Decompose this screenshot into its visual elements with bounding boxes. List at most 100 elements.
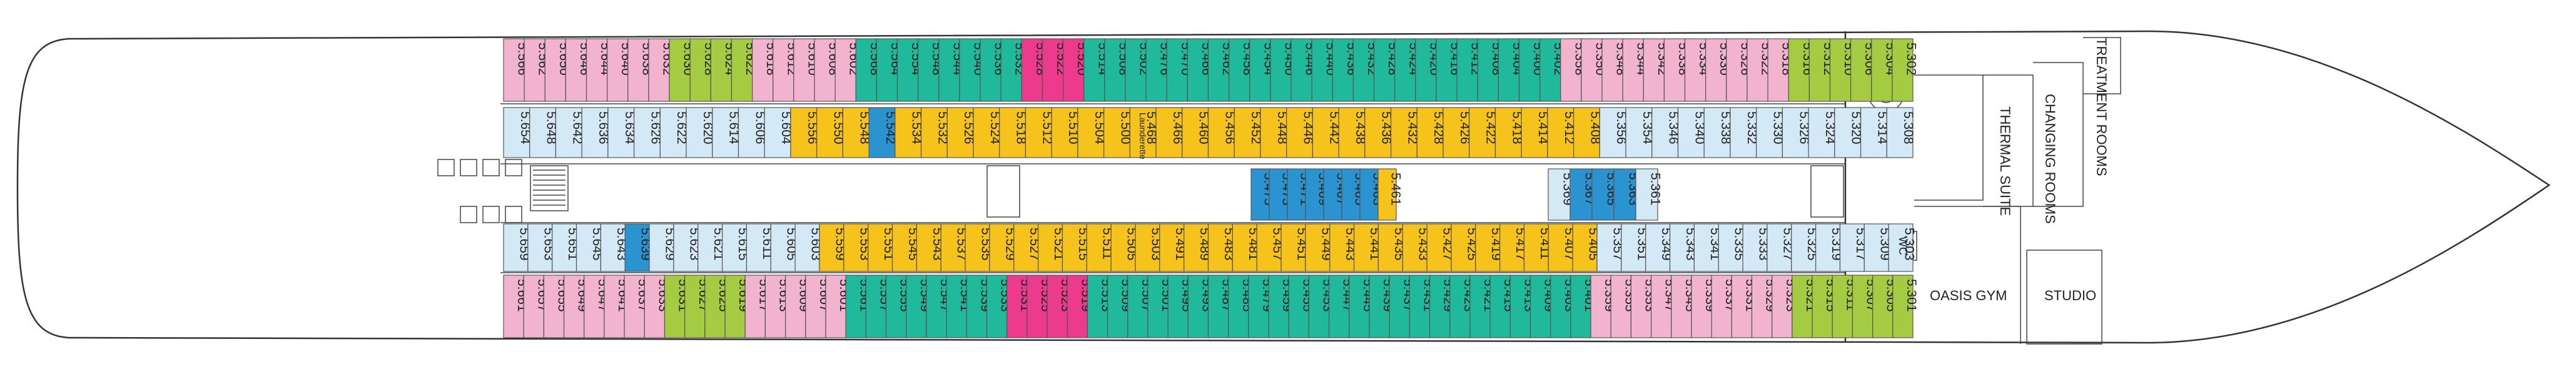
cabin-5-442[interactable]: 5.442 — [1312, 107, 1341, 158]
cabin-5-653[interactable]: 5.653 — [527, 223, 555, 272]
cabin-5-332[interactable]: 5.332 — [1730, 107, 1759, 158]
cabin-5-651[interactable]: 5.651 — [552, 223, 580, 272]
cabin-5-317[interactable]: 5.317 — [1839, 223, 1868, 272]
cabin-5-427[interactable]: 5.427 — [1426, 223, 1455, 272]
cabin-5-356[interactable]: 5.356 — [1599, 107, 1628, 158]
cabin-5-440[interactable]: 5.440 — [1311, 38, 1338, 102]
cabin-5-449[interactable]: 5.449 — [1305, 223, 1333, 272]
cabin-5-532[interactable]: 5.532 — [920, 107, 950, 158]
cabin-5-504[interactable]: 5.504 — [1077, 107, 1107, 158]
cabin-5-647[interactable]: 5.647 — [584, 275, 610, 338]
cabin-5-453[interactable]: 5.453 — [1308, 275, 1335, 338]
cabin-5-622[interactable]: 5.622 — [659, 107, 689, 158]
cabin-5-606[interactable]: 5.606 — [738, 107, 768, 158]
cabin-5-629[interactable]: 5.629 — [649, 223, 677, 272]
cabin-5-615[interactable]: 5.615 — [722, 223, 750, 272]
cabin-5-643[interactable]: 5.643 — [600, 223, 629, 272]
cabin-5-369[interactable]: 5.369 — [1548, 168, 1575, 221]
cabin-5-529[interactable]: 5.529 — [989, 223, 1017, 272]
cabin-5-642[interactable]: 5.642 — [555, 107, 584, 158]
cabin-5-451[interactable]: 5.451 — [1280, 223, 1309, 272]
cabin-5-526[interactable]: 5.526 — [946, 107, 976, 158]
cabin-5-511[interactable]: 5.511 — [1086, 223, 1115, 272]
cabin-5-604[interactable]: 5.604 — [764, 107, 793, 158]
cabin-5-340[interactable]: 5.340 — [1677, 107, 1707, 158]
cabin-5-452[interactable]: 5.452 — [1234, 107, 1263, 158]
cabin-5-456[interactable]: 5.456 — [1207, 107, 1237, 158]
cabin-5-361[interactable]: 5.361 — [1635, 168, 1663, 221]
cabin-5-446[interactable]: 5.446 — [1286, 107, 1316, 158]
cabin-5-515[interactable]: 5.515 — [1062, 223, 1090, 272]
cabin-5-500[interactable]: 5.500 — [1103, 107, 1133, 158]
cabin-5-349[interactable]: 5.349 — [1645, 223, 1673, 272]
cabin-5-493[interactable]: 5.493 — [1187, 275, 1214, 338]
cabin-5-510[interactable]: 5.510 — [1051, 107, 1080, 158]
cabin-5-542[interactable]: 5.542 — [868, 107, 898, 158]
cabin-5-559[interactable]: 5.559 — [819, 223, 847, 272]
cabin-5-301[interactable]: 5.301 — [1892, 275, 1919, 338]
cabin-5-557[interactable]: 5.557 — [865, 275, 891, 338]
cabin-5-338[interactable]: 5.338 — [1703, 107, 1733, 158]
cabin-5-636[interactable]: 5.636 — [581, 107, 611, 158]
cabin-5-354[interactable]: 5.354 — [1625, 107, 1655, 158]
cabin-5-411[interactable]: 5.411 — [1523, 223, 1552, 272]
cabin-5-481[interactable]: 5.481 — [1232, 223, 1260, 272]
cabin-5-339[interactable]: 5.339 — [1691, 275, 1717, 338]
cabin-5-408[interactable]: 5.408 — [1573, 107, 1603, 158]
cabin-5-343[interactable]: 5.343 — [1669, 223, 1698, 272]
cabin-5-421[interactable]: 5.421 — [1469, 275, 1496, 338]
cabin-5-309[interactable]: 5.309 — [1864, 223, 1892, 272]
cabin-5-314[interactable]: 5.314 — [1860, 107, 1890, 158]
cabin-5-351[interactable]: 5.351 — [1621, 223, 1649, 272]
cabin-5-342[interactable]: 5.342 — [1643, 38, 1670, 102]
cabin-5-433[interactable]: 5.433 — [1402, 223, 1431, 272]
cabin-5-661[interactable]: 5.661 — [503, 275, 529, 338]
cabin-5-634[interactable]: 5.634 — [607, 107, 637, 158]
cabin-5-648[interactable]: 5.648 — [529, 107, 559, 158]
cabin-5-327[interactable]: 5.327 — [1767, 223, 1795, 272]
cabin-5-305[interactable]: 5.305 — [1872, 275, 1899, 338]
cabin-5-524[interactable]: 5.524 — [973, 107, 1002, 158]
cabin-5-468[interactable]: 5.468 — [1129, 107, 1159, 158]
cabin-5-325[interactable]: 5.325 — [1791, 223, 1819, 272]
cabin-5-639[interactable]: 5.639 — [624, 223, 653, 272]
cabin-5-553[interactable]: 5.553 — [843, 223, 871, 272]
cabin-5-556[interactable]: 5.556 — [790, 107, 819, 158]
cabin-5-543[interactable]: 5.543 — [916, 223, 945, 272]
cabin-5-550[interactable]: 5.550 — [816, 107, 846, 158]
cabin-5-603[interactable]: 5.603 — [794, 223, 823, 272]
cabin-5-357[interactable]: 5.357 — [1596, 223, 1625, 272]
cabin-5-319[interactable]: 5.319 — [1815, 223, 1843, 272]
cabin-5-426[interactable]: 5.426 — [1443, 107, 1472, 158]
cabin-5-657[interactable]: 5.657 — [523, 275, 549, 338]
cabin-5-503[interactable]: 5.503 — [1135, 223, 1163, 272]
cabin-5-466[interactable]: 5.466 — [1155, 107, 1185, 158]
cabin-5-308[interactable]: 5.308 — [1886, 107, 1915, 158]
cabin-5-324[interactable]: 5.324 — [1808, 107, 1837, 158]
cabin-5-436[interactable]: 5.436 — [1364, 107, 1394, 158]
cabin-5-626[interactable]: 5.626 — [634, 107, 663, 158]
cabin-5-412[interactable]: 5.412 — [1547, 107, 1576, 158]
cabin-5-417[interactable]: 5.417 — [1499, 223, 1528, 272]
cabin-5-502[interactable]: 5.502 — [1125, 38, 1152, 102]
cabin-5-535[interactable]: 5.535 — [965, 223, 993, 272]
cabin-5-505[interactable]: 5.505 — [1110, 223, 1139, 272]
cabin-5-489[interactable]: 5.489 — [1184, 223, 1212, 272]
cabin-5-320[interactable]: 5.320 — [1834, 107, 1864, 158]
cabin-5-611[interactable]: 5.611 — [746, 223, 774, 272]
cabin-5-650[interactable]: 5.650 — [544, 38, 571, 102]
cabin-5-539[interactable]: 5.539 — [966, 275, 992, 338]
cabin-5-521[interactable]: 5.521 — [1037, 223, 1066, 272]
cabin-5-414[interactable]: 5.414 — [1521, 107, 1550, 158]
cabin-5-654[interactable]: 5.654 — [503, 107, 532, 158]
cabin-5-614[interactable]: 5.614 — [712, 107, 741, 158]
cabin-5-445[interactable]: 5.445 — [1349, 275, 1375, 338]
cabin-5-333[interactable]: 5.333 — [1742, 223, 1771, 272]
cabin-5-422[interactable]: 5.422 — [1469, 107, 1498, 158]
cabin-5-405[interactable]: 5.405 — [1572, 223, 1601, 272]
cabin-5-623[interactable]: 5.623 — [673, 223, 701, 272]
cabin-5-346[interactable]: 5.346 — [1651, 107, 1681, 158]
cabin-5-428[interactable]: 5.428 — [1416, 107, 1446, 158]
cabin-5-335[interactable]: 5.335 — [1718, 223, 1747, 272]
cabin-5-621[interactable]: 5.621 — [697, 223, 726, 272]
